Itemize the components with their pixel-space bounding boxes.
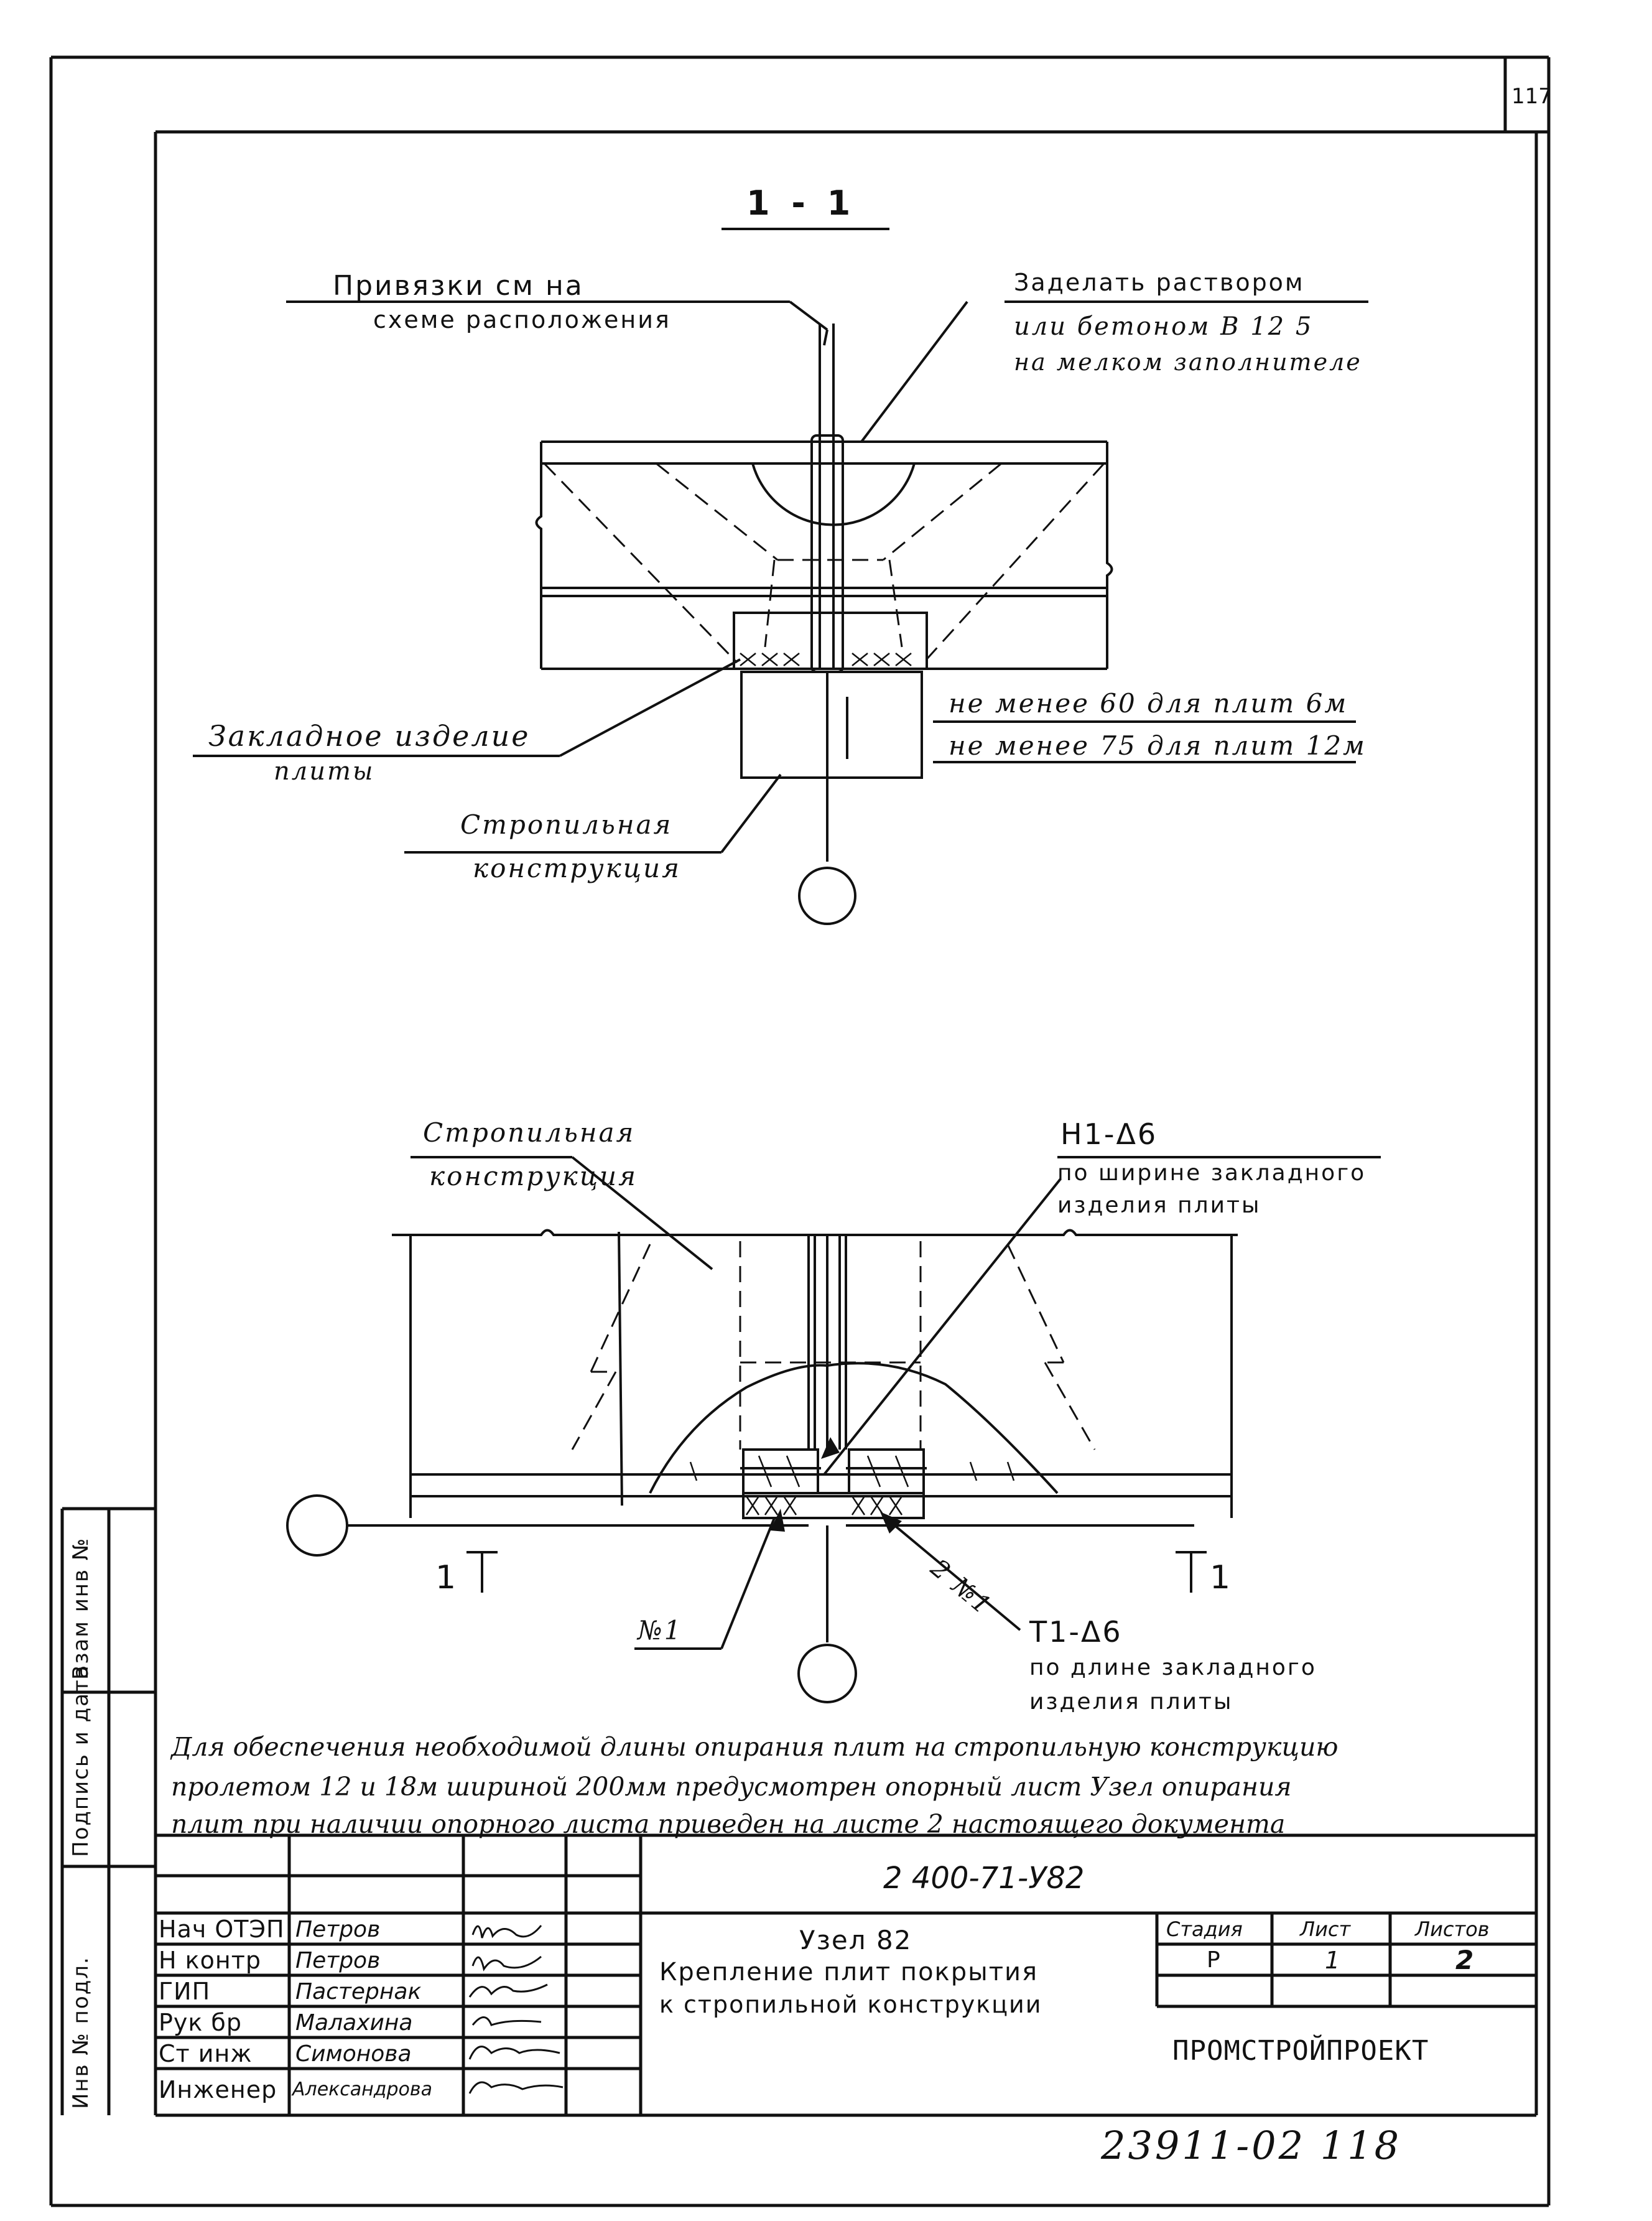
staff-name: Петров <box>295 1917 381 1942</box>
ref-note-line2: схеме расположения <box>373 306 671 333</box>
stamp-inv-podl: Инв № подл. <box>68 1956 93 2109</box>
staff-role: Нач ОТЭП <box>159 1916 285 1943</box>
staff-role: Инженер <box>159 2076 277 2103</box>
title-line3: к стропильной конструкции <box>659 1991 1042 2018</box>
staff-role: Рук бр <box>159 2009 242 2036</box>
truss-label-top-line1: Стропильная <box>460 809 673 840</box>
bottom-number: 23911-02 118 <box>1101 2123 1402 2168</box>
title-line2: Крепление плит покрытия <box>659 1958 1039 1986</box>
sheets-header: Листов <box>1415 1917 1490 1941</box>
staff-name: Александрова <box>292 2079 432 2100</box>
truss-label-bottom-line2: конструкция <box>429 1161 638 1191</box>
staff-name: Малахина <box>295 2010 413 2036</box>
staff-name: Пастернак <box>295 1979 422 2004</box>
min-75-note: не менее 75 для плит 12м <box>949 730 1367 761</box>
weld-symbol-t1: Т1-Δ6 <box>1029 1615 1123 1649</box>
weld-h1-note-line2: изделия плиты <box>1057 1193 1261 1218</box>
grout-note-line3: на мелком заполнителе <box>1014 348 1362 376</box>
document-code: 2 400-71-У82 <box>883 1861 1085 1896</box>
grout-note-line1: Заделать раствором <box>1014 269 1305 296</box>
section-mark-right: 1 <box>1210 1559 1231 1596</box>
stage-value: Р <box>1207 1947 1220 1973</box>
section-title: 1 - 1 <box>746 184 856 223</box>
sheet-header: Лист <box>1300 1917 1351 1941</box>
note-line1: Для обеспечения необходимой длины опиран… <box>171 1732 1339 1762</box>
embedded-part-line1: Закладное изделие <box>208 719 531 753</box>
staff-name: Симонова <box>295 2041 412 2067</box>
organization-name: ПРОМСТРОЙПРОЕКТ <box>1172 2035 1429 2067</box>
section-mark-left: 1 <box>435 1559 457 1596</box>
stamp-vzam-inv: Взам инв № <box>68 1537 93 1680</box>
sheet-corner-number: 117 <box>1511 84 1552 109</box>
staff-role: ГИП <box>159 1978 211 2005</box>
weld-symbol-h1: Н1-Δ6 <box>1060 1117 1158 1151</box>
title-line1: Узел 82 <box>799 1925 912 1955</box>
stamp-podpis-data: Подпись и дата <box>68 1664 93 1857</box>
grout-note-line2: или бетоном В 12 5 <box>1014 312 1314 341</box>
sheet-value: 1 <box>1325 1947 1340 1974</box>
marker-n1: №1 <box>638 1615 683 1646</box>
staff-name: Петров <box>295 1948 381 1973</box>
note-line2: пролетом 12 и 18м шириной 200мм предусмо… <box>171 1772 1292 1802</box>
truss-label-top-line2: конструкция <box>473 853 681 883</box>
weld-t1-note-line1: по длине закладного <box>1029 1655 1317 1680</box>
embedded-part-line2: плиты <box>274 757 375 786</box>
note-line3: плит при наличии опорного листа приведен… <box>171 1809 1286 1839</box>
weld-h1-note-line1: по ширине закладного <box>1057 1160 1367 1186</box>
staff-role: Ст инж <box>159 2040 253 2067</box>
staff-role: Н контр <box>159 1947 261 1974</box>
stage-header: Стадия <box>1166 1917 1243 1941</box>
ref-note-line1: Привязки см на <box>333 270 584 302</box>
sheets-value: 2 <box>1455 1945 1474 1975</box>
truss-label-bottom-line1: Стропильная <box>423 1117 636 1148</box>
min-60-note: не менее 60 для плит 6м <box>949 688 1348 719</box>
weld-t1-note-line2: изделия плиты <box>1029 1689 1233 1715</box>
